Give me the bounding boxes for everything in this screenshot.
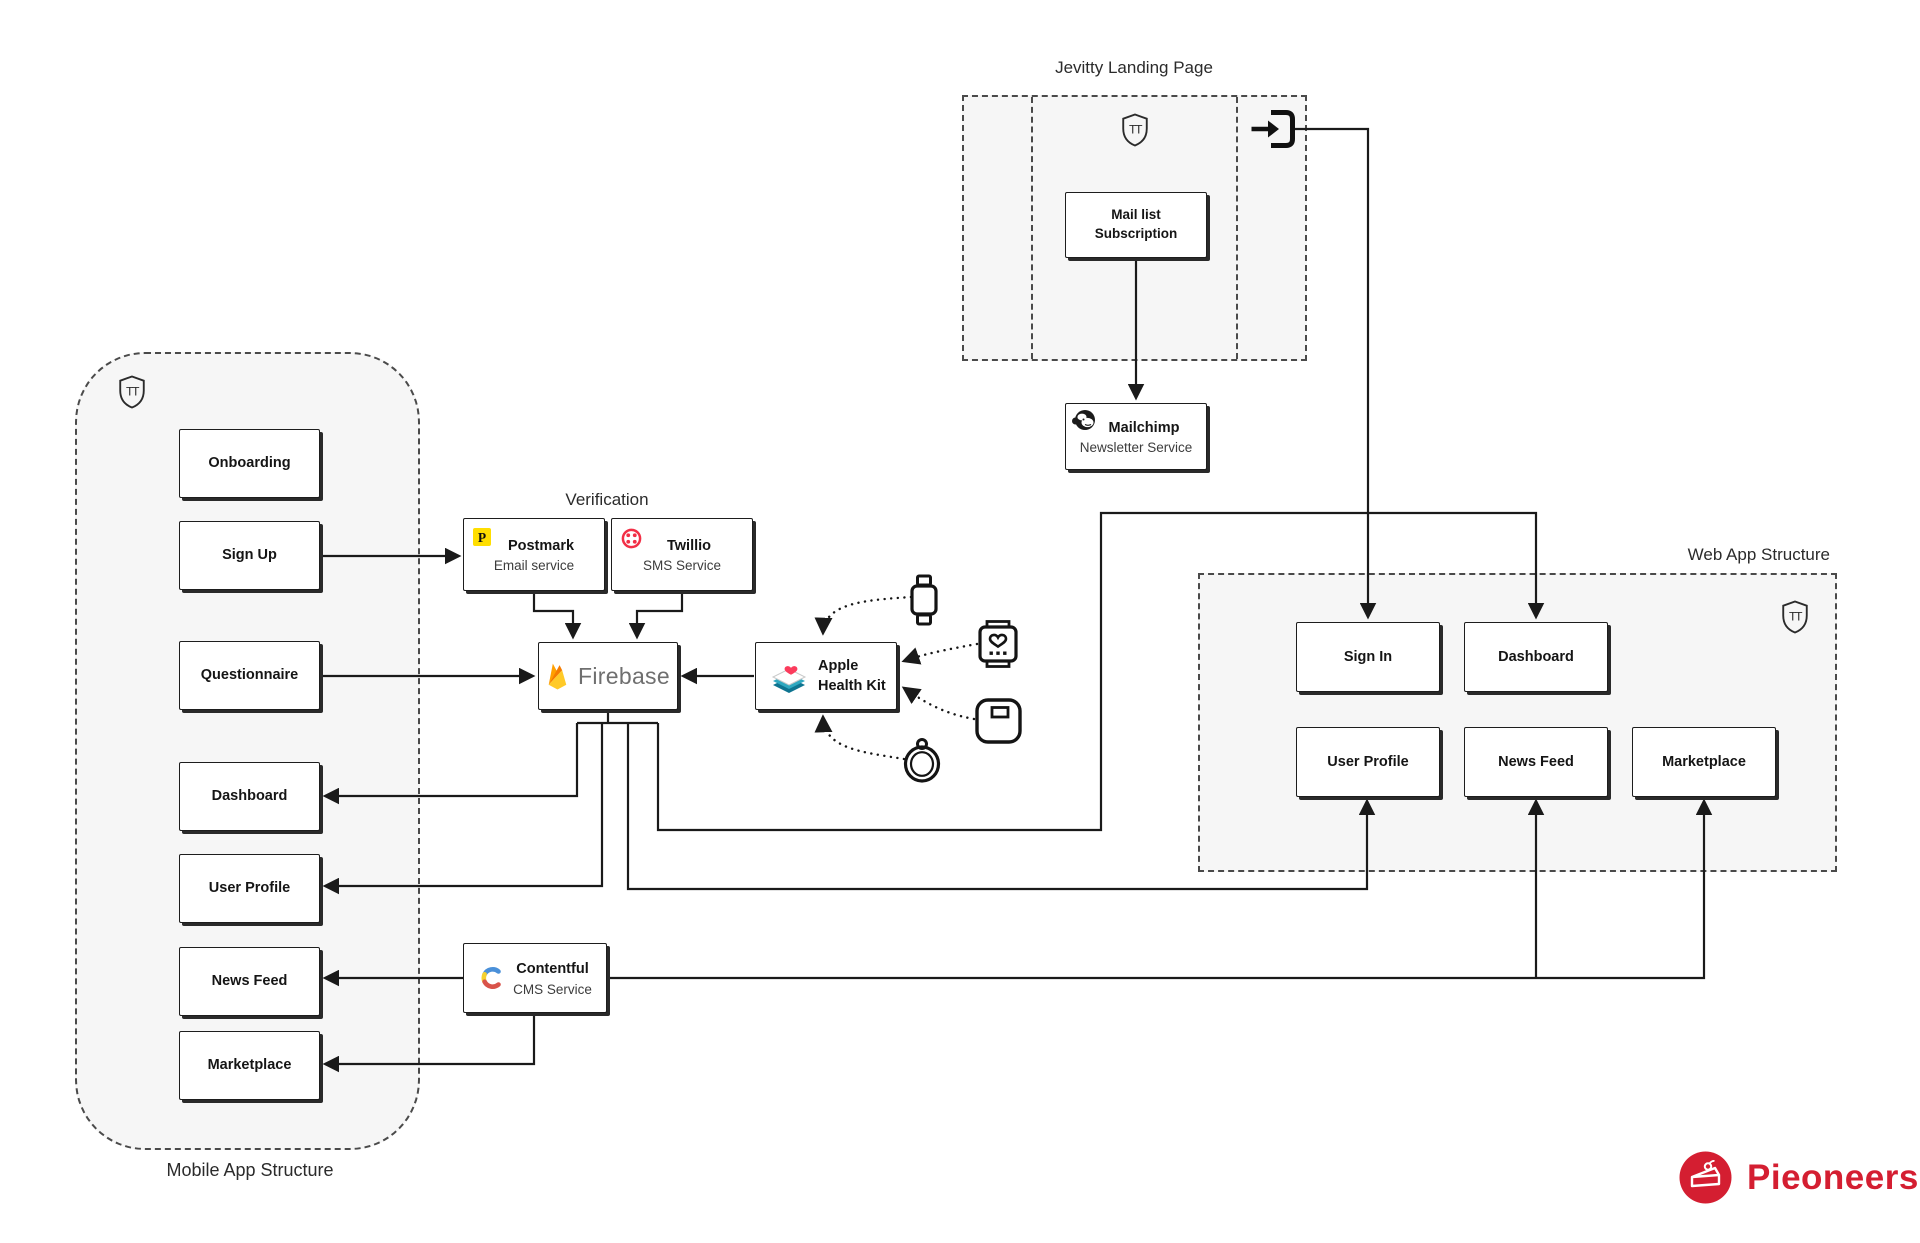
mobile-screen-news-feed: News Feed xyxy=(179,947,320,1016)
mobile-screen-dashboard: Dashboard xyxy=(179,762,320,831)
contentful-icon xyxy=(478,964,504,992)
edge-postmark-to-firebase xyxy=(532,592,582,640)
web-screen-dashboard: Dashboard xyxy=(1464,622,1608,692)
node-label: Mail list Subscription xyxy=(1094,207,1178,241)
smart-ring-icon xyxy=(903,738,941,783)
twilio-icon xyxy=(621,528,642,554)
node-subtitle: Newsletter Service xyxy=(1079,440,1193,456)
mobile-screen-questionnaire: Questionnaire xyxy=(179,641,320,710)
mailchimp-service-node: Mailchimp Newsletter Service xyxy=(1065,403,1207,470)
node-label: Marketplace xyxy=(1662,753,1746,770)
node-label: Dashboard xyxy=(1498,648,1574,665)
node-subtitle: Email service xyxy=(493,558,575,574)
node-label: Sign Up xyxy=(222,547,277,564)
node-label: Firebase xyxy=(578,662,670,689)
pieoneers-pie-icon xyxy=(1679,1151,1732,1204)
firebase-icon xyxy=(546,661,569,691)
mobile-app-structure-title: Mobile App Structure xyxy=(166,1160,334,1180)
node-label: Marketplace xyxy=(207,1057,292,1074)
mail-list-subscription-node: Mail list Subscription xyxy=(1065,192,1207,258)
smart-watch-icon xyxy=(910,574,938,626)
web-screen-news-feed: News Feed xyxy=(1464,727,1608,797)
node-label: News Feed xyxy=(1498,753,1574,770)
postmark-icon-letter: P xyxy=(478,530,486,545)
contentful-service-node: Contentful CMS Service xyxy=(463,943,607,1013)
edge-hr-monitor-to-healthkit xyxy=(901,642,979,665)
mobile-screen-onboarding: Onboarding xyxy=(179,429,320,498)
node-label: User Profile xyxy=(208,880,291,897)
edge-twillio-to-firebase xyxy=(628,592,684,640)
postmark-service-node: P Postmark Email service xyxy=(463,518,605,591)
device-icons xyxy=(903,574,1022,783)
node-label: Postmark xyxy=(507,537,575,554)
smart-scale-icon xyxy=(975,698,1022,744)
node-label: Onboarding xyxy=(208,455,291,472)
node-label: Dashboard xyxy=(211,788,288,805)
web-screen-user-profile: User Profile xyxy=(1296,727,1440,797)
edge-ring-to-healthkit xyxy=(814,714,906,761)
node-label: News Feed xyxy=(211,973,288,990)
mailchimp-icon xyxy=(1071,407,1098,439)
postmark-icon: P xyxy=(473,528,491,551)
web-app-structure-container xyxy=(1198,573,1837,872)
web-screen-sign-in: Sign In xyxy=(1296,622,1440,692)
apple-health-kit-node: Apple Health Kit xyxy=(755,642,897,710)
node-subtitle: SMS Service xyxy=(642,558,722,574)
web-app-structure-title: Web App Structure xyxy=(1687,545,1830,564)
firebase-service-node: Firebase xyxy=(538,642,678,710)
mobile-screen-sign-up: Sign Up xyxy=(179,521,320,590)
jevitty-landing-page-title: Jevitty Landing Page xyxy=(1055,58,1213,77)
node-label: Contentful xyxy=(516,961,589,978)
web-screen-marketplace: Marketplace xyxy=(1632,727,1776,797)
node-label: Mailchimp xyxy=(1108,419,1180,436)
heart-rate-monitor-icon xyxy=(978,620,1018,668)
node-label: Questionnaire xyxy=(200,667,299,684)
edge-watch-to-healthkit xyxy=(814,595,913,636)
pieoneers-logo: Pieoneers xyxy=(1679,1151,1919,1204)
edge-firebase-fanout-stub xyxy=(577,711,658,725)
twillio-service-node: Twillio SMS Service xyxy=(611,518,753,591)
node-label: User Profile xyxy=(1327,753,1409,770)
mobile-screen-user-profile: User Profile xyxy=(179,854,320,923)
landing-column-separator xyxy=(1236,97,1238,359)
node-subtitle: CMS Service xyxy=(513,981,592,997)
edge-scale-to-healthkit xyxy=(901,686,976,721)
node-label: Twillio xyxy=(666,537,712,554)
apple-health-kit-icon xyxy=(769,656,809,696)
node-label: Sign In xyxy=(1343,648,1393,665)
verification-title: Verification xyxy=(565,490,649,509)
mobile-screen-marketplace: Marketplace xyxy=(179,1031,320,1100)
pieoneers-wordmark: Pieoneers xyxy=(1747,1157,1919,1197)
node-label: Apple Health Kit xyxy=(818,657,886,694)
landing-column-separator xyxy=(1031,97,1033,359)
